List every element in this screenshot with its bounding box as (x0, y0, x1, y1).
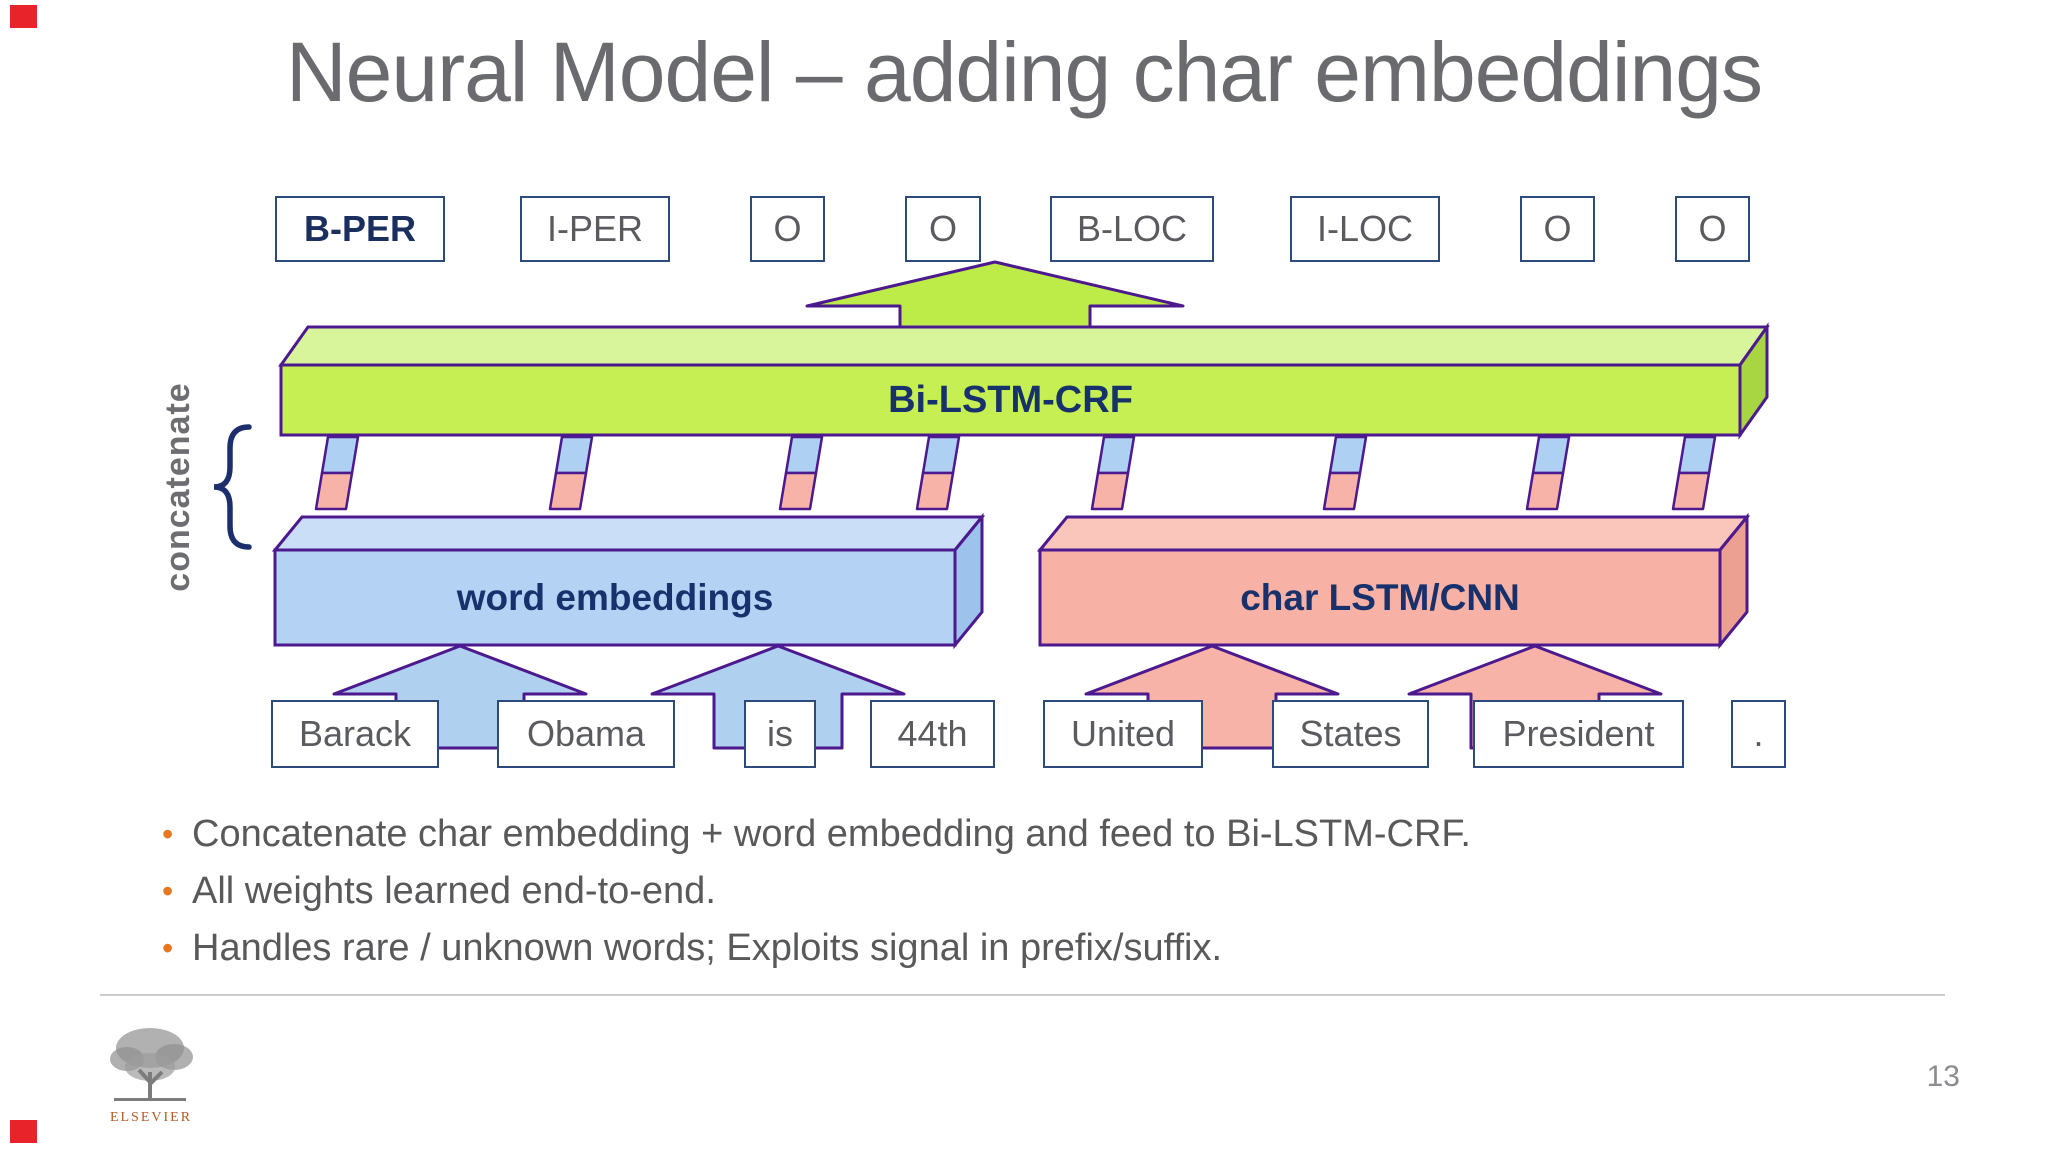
char-lstm-cnn-bar (1036, 512, 1751, 650)
bullet-dot: • (162, 930, 174, 966)
word-box-44th: 44th (870, 700, 995, 768)
page-number: 13 (1926, 1060, 1960, 1093)
tag-box-o-4: O (1675, 196, 1750, 262)
page-title: Neural Model – adding char embeddings (286, 25, 1763, 119)
red-corner-mark-bottom (10, 1120, 37, 1143)
tag-box-o-3: O (1520, 196, 1595, 262)
footer-divider (100, 994, 1945, 996)
elsevier-logo: ELSEVIER (96, 1022, 206, 1126)
word-box-obama: Obama (497, 700, 675, 768)
concat-embedding-slices (314, 435, 1717, 511)
tag-box-o-2: O (905, 196, 981, 262)
red-corner-mark-top (10, 5, 37, 28)
tag-box-b-loc: B-LOC (1050, 196, 1214, 262)
bullet-dot: • (162, 816, 174, 852)
tag-box-i-per: I-PER (520, 196, 670, 262)
word-box-is: is (744, 700, 816, 768)
concatenate-label: concatenate (159, 382, 197, 592)
bullet-item: • All weights learned end-to-end. (148, 867, 1898, 915)
bullet-text: All weights learned end-to-end. (192, 870, 716, 912)
bilstm-crf-bar (278, 322, 1770, 440)
tag-box-o-1: O (750, 196, 825, 262)
word-box-president: President (1473, 700, 1684, 768)
concatenate-brace (213, 424, 252, 550)
bullet-text: Handles rare / unknown words; Exploits s… (192, 927, 1223, 969)
tag-box-b-per: B-PER (275, 196, 445, 262)
bullet-dot: • (162, 873, 174, 909)
word-embeddings-bar (271, 512, 986, 650)
char-lstm-cnn-label: char LSTM/CNN (1240, 577, 1520, 618)
bullet-item: • Concatenate char embedding + word embe… (148, 810, 1898, 858)
elsevier-logo-text: ELSEVIER (109, 1110, 193, 1125)
elsevier-tree-icon (110, 1028, 193, 1101)
tag-box-i-loc: I-LOC (1290, 196, 1440, 262)
bullet-list: • Concatenate char embedding + word embe… (148, 810, 1898, 981)
word-box-barack: Barack (271, 700, 439, 768)
bilstm-crf-label: Bi-LSTM-CRF (888, 379, 1133, 421)
word-embeddings-label: word embeddings (456, 577, 774, 618)
word-box-period: . (1731, 700, 1786, 768)
bullet-text: Concatenate char embedding + word embedd… (192, 813, 1471, 855)
word-box-states: States (1272, 700, 1429, 768)
bullet-item: • Handles rare / unknown words; Exploits… (148, 924, 1898, 972)
word-box-united: United (1043, 700, 1203, 768)
